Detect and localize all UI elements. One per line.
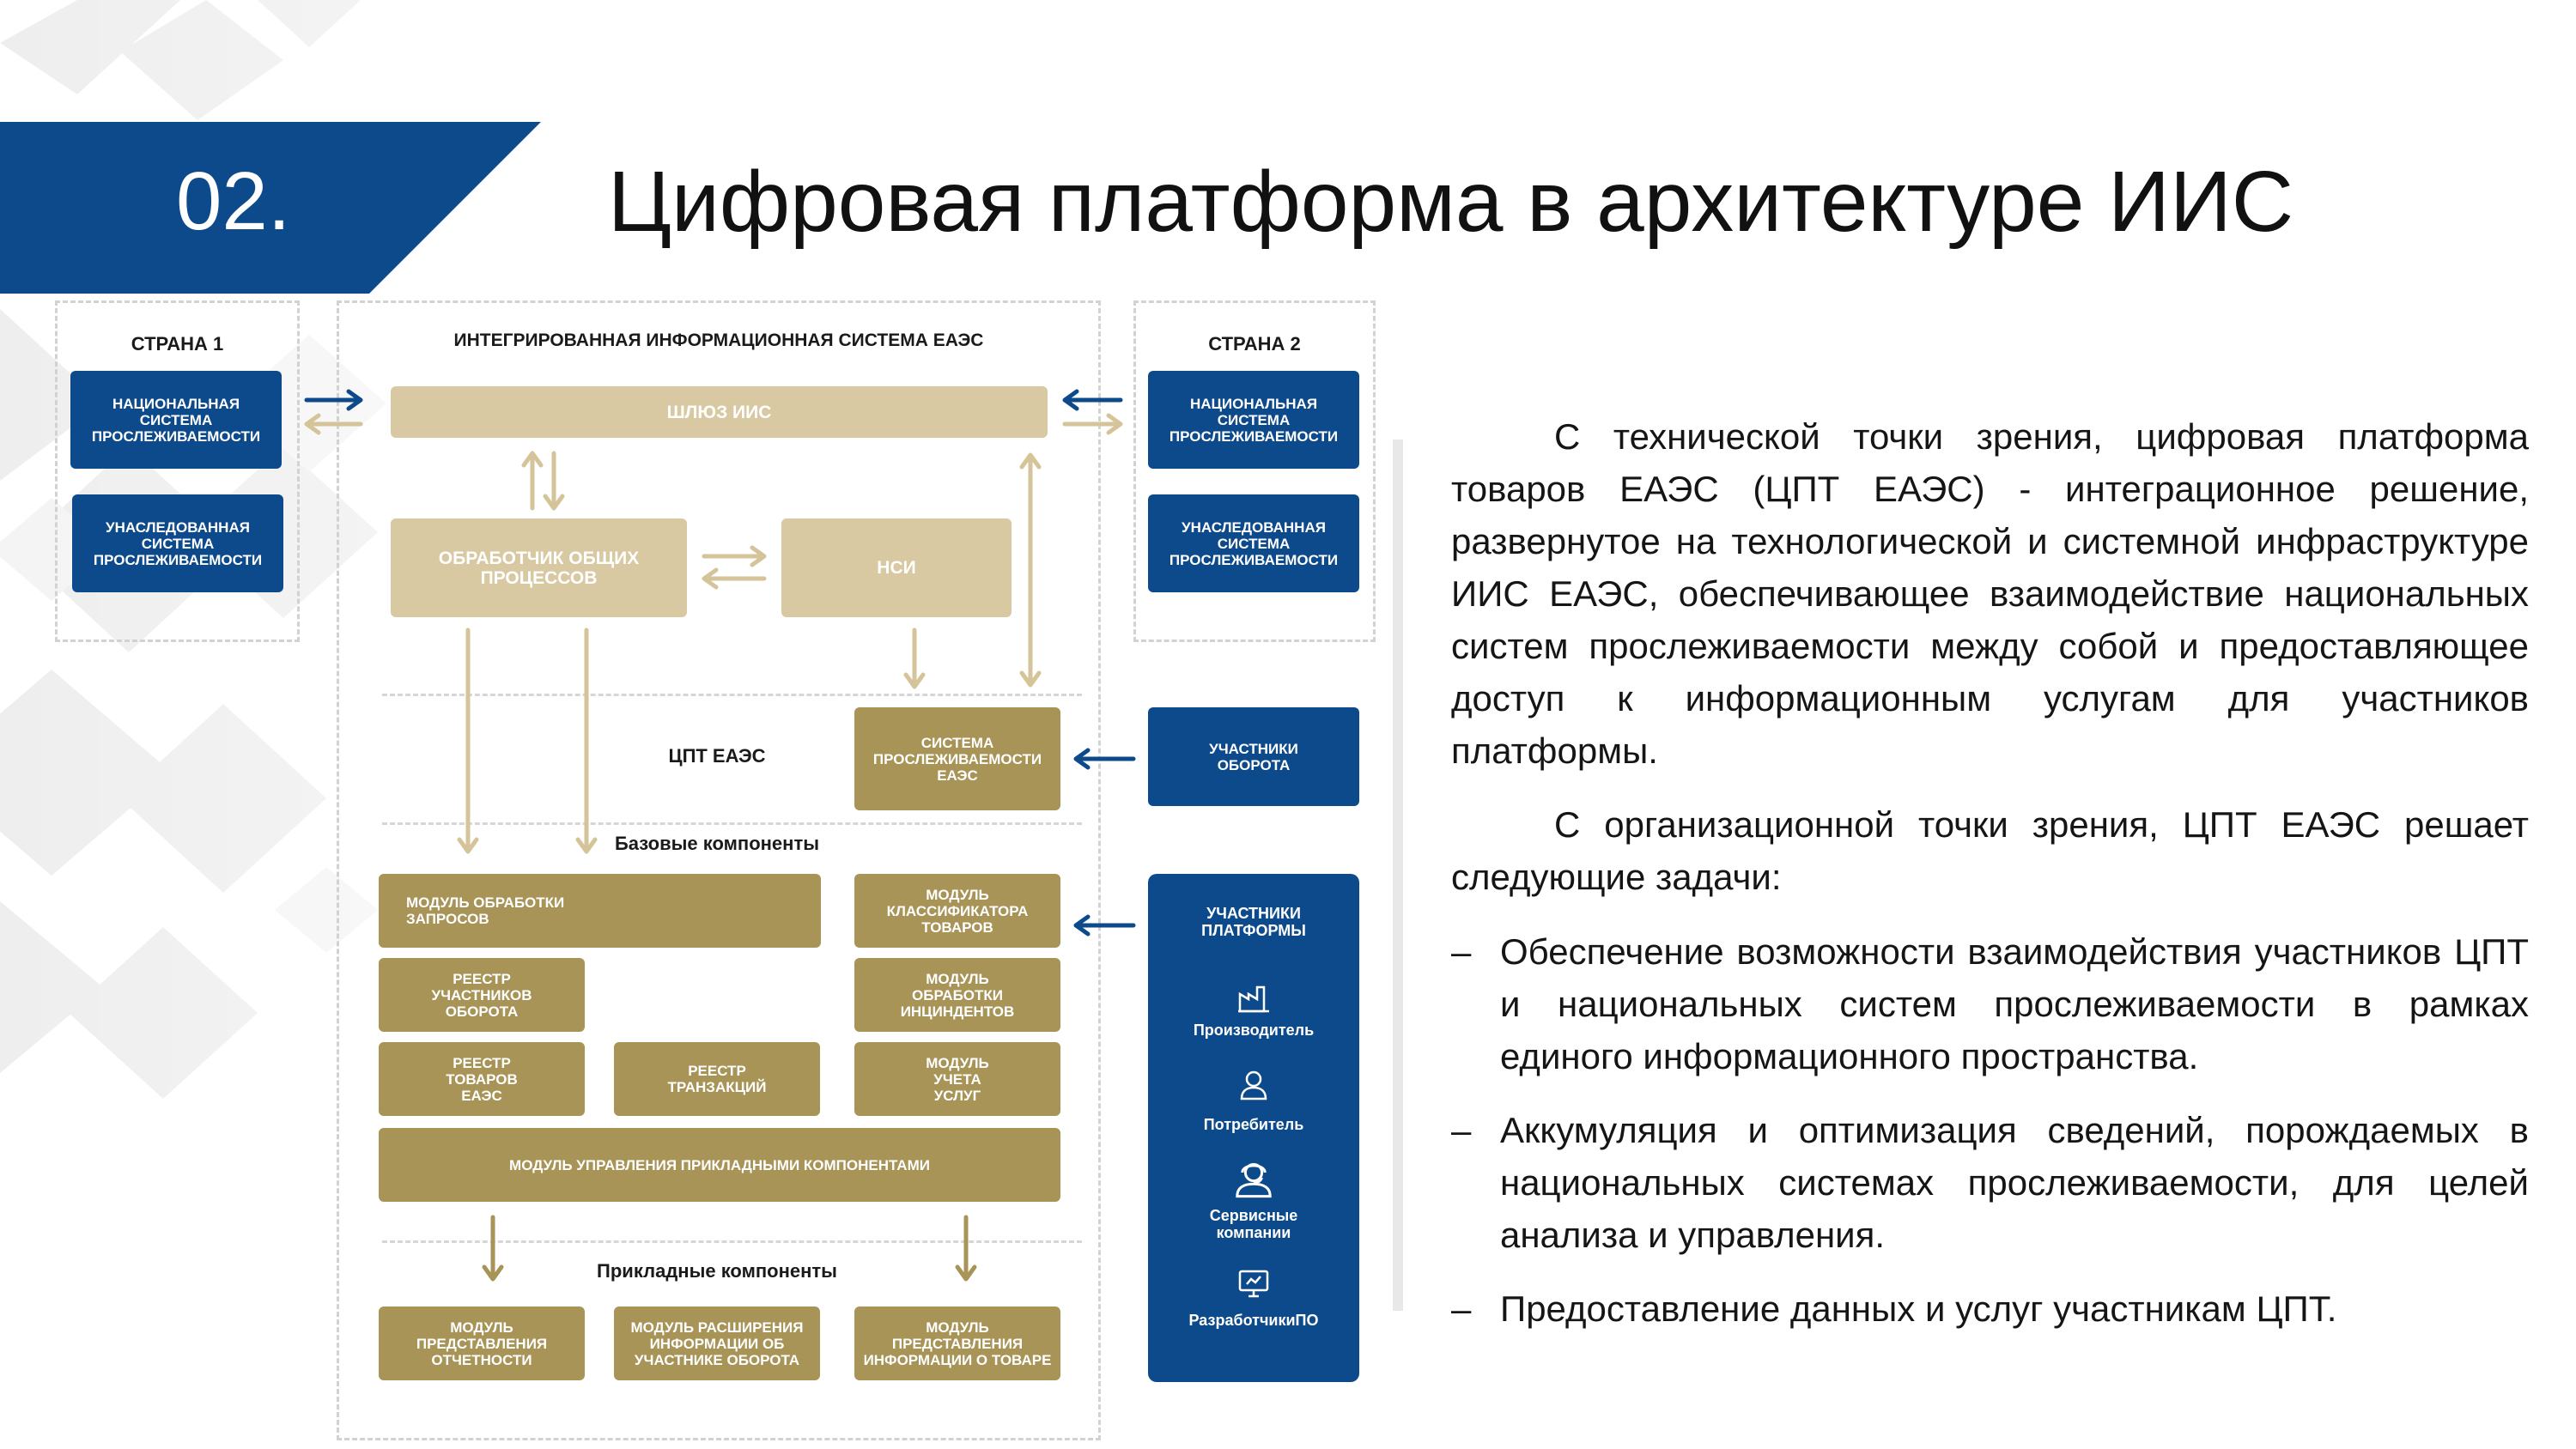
divider-applied bbox=[382, 1240, 1082, 1243]
bullet-text-2: Аккумуляция и оптимизация сведений, поро… bbox=[1500, 1110, 2529, 1255]
request-processing-module: МОДУЛЬ ОБРАБОТКИ ЗАПРОСОВ bbox=[379, 874, 821, 948]
factory-icon bbox=[1238, 985, 1269, 1013]
list-item: – Аккумуляция и оптимизация сведений, по… bbox=[1451, 1104, 2529, 1261]
participant-label-service-companies: Сервисные компании bbox=[1209, 1207, 1298, 1241]
country1-container bbox=[55, 300, 300, 642]
product-info-module: МОДУЛЬ ПРЕДСТАВЛЕНИЯ ИНФОРМАЦИИ О ТОВАРЕ bbox=[854, 1307, 1060, 1380]
country1-label: СТРАНА 1 bbox=[131, 333, 224, 355]
classifier-module: МОДУЛЬ КЛАССИФИКАТОРА ТОВАРОВ bbox=[854, 874, 1060, 948]
list-item: – Предоставление данных и услуг участник… bbox=[1451, 1282, 2529, 1335]
base-components-label: Базовые компоненты bbox=[614, 833, 820, 854]
platform-participants-title: УЧАСТНИКИ ПЛАТФОРМЫ bbox=[1201, 905, 1306, 939]
iis-label: ИНТЕГРИРОВАННАЯ ИНФОРМАЦИОННАЯ СИСТЕМА Е… bbox=[453, 330, 984, 350]
bullet-marker: – bbox=[1451, 931, 1472, 972]
bullet-text-3: Предоставление данных и услуг участникам… bbox=[1500, 1288, 2337, 1329]
applied-components-label: Прикладные компоненты bbox=[597, 1260, 837, 1282]
iis-container bbox=[337, 300, 1101, 1440]
separator-bar bbox=[1393, 440, 1403, 1311]
country1-legacy-system: УНАСЛЕДОВАННАЯ СИСТЕМА ПРОСЛЕЖИВАЕМОСТИ bbox=[72, 494, 283, 592]
monitor-icon bbox=[1238, 1270, 1269, 1298]
country2-legacy-system: УНАСЛЕДОВАННАЯ СИСТЕМА ПРОСЛЕЖИВАЕМОСТИ bbox=[1148, 494, 1359, 592]
page-title: Цифровая платформа в архитектуре ИИС bbox=[608, 154, 2294, 250]
slide-number: 02. bbox=[176, 155, 291, 247]
support-agent-icon bbox=[1236, 1162, 1272, 1198]
bullet-marker: – bbox=[1451, 1288, 1472, 1329]
divider-cpt bbox=[382, 694, 1082, 696]
country2-label: СТРАНА 2 bbox=[1208, 333, 1301, 355]
turnover-participants: УЧАСТНИКИ ОБОРОТА bbox=[1148, 707, 1359, 806]
list-item: – Обеспечение возможности взаимодействия… bbox=[1451, 925, 2529, 1082]
bullet-marker: – bbox=[1451, 1110, 1472, 1150]
applied-components-management-module: МОДУЛЬ УПРАВЛЕНИЯ ПРИКЛАДНЫМИ КОМПОНЕНТА… bbox=[379, 1128, 1060, 1202]
participants-registry: РЕЕСТР УЧАСТНИКОВ ОБОРОТА bbox=[379, 958, 585, 1032]
participant-label-consumer: Потребитель bbox=[1203, 1116, 1304, 1133]
paragraph-technical: С технической точки зрения, цифровая пла… bbox=[1451, 410, 2529, 777]
participant-label-developers: РазработчикиПО bbox=[1188, 1312, 1319, 1329]
participant-label-manufacturer: Производитель bbox=[1193, 1022, 1315, 1039]
country2-national-system: НАЦИОНАЛЬНАЯ СИСТЕМА ПРОСЛЕЖИВАЕМОСТИ bbox=[1148, 371, 1359, 469]
user-icon bbox=[1240, 1070, 1267, 1100]
common-processes-handler: ОБРАБОТЧИК ОБЩИХ ПРОЦЕССОВ bbox=[391, 518, 687, 617]
cpt-label: ЦПТ ЕАЭС bbox=[668, 745, 766, 767]
paragraph-organizational: С организационной точки зрения, ЦПТ ЕАЭС… bbox=[1451, 798, 2529, 903]
services-accounting-module: МОДУЛЬ УЧЕТА УСЛУГ bbox=[854, 1042, 1060, 1116]
divider-base bbox=[382, 822, 1082, 825]
incident-processing-module: МОДУЛЬ ОБРАБОТКИ ИНЦИНДЕНТОВ bbox=[854, 958, 1060, 1032]
country1-national-system: НАЦИОНАЛЬНАЯ СИСТЕМА ПРОСЛЕЖИВАЕМОСТИ bbox=[70, 371, 282, 469]
platform-participants-panel: УЧАСТНИКИ ПЛАТФОРМЫ Производитель Потреб… bbox=[1148, 874, 1359, 1382]
transactions-registry: РЕЕСТР ТРАНЗАКЦИЙ bbox=[614, 1042, 820, 1116]
bullet-text-1: Обеспечение возможности взаимодействия у… bbox=[1500, 931, 2529, 1076]
goods-registry: РЕЕСТР ТОВАРОВ ЕАЭС bbox=[379, 1042, 585, 1116]
paragraph-organizational-text: С организационной точки зрения, ЦПТ ЕАЭС… bbox=[1451, 804, 2529, 897]
reporting-module: МОДУЛЬ ПРЕДСТАВЛЕНИЯ ОТЧЕТНОСТИ bbox=[379, 1307, 585, 1380]
paragraph-technical-text: С технической точки зрения, цифровая пла… bbox=[1451, 416, 2529, 771]
country2-container bbox=[1133, 300, 1376, 642]
nsi-box: НСИ bbox=[781, 518, 1012, 617]
iis-gateway: ШЛЮЗ ИИС bbox=[391, 386, 1048, 438]
participant-info-extension-module: МОДУЛЬ РАСШИРЕНИЯ ИНФОРМАЦИИ ОБ УЧАСТНИК… bbox=[614, 1307, 820, 1380]
header-band bbox=[0, 122, 541, 294]
cpt-traceability-system: СИСТЕМА ПРОСЛЕЖИВАЕМОСТИ ЕАЭС bbox=[854, 707, 1060, 810]
